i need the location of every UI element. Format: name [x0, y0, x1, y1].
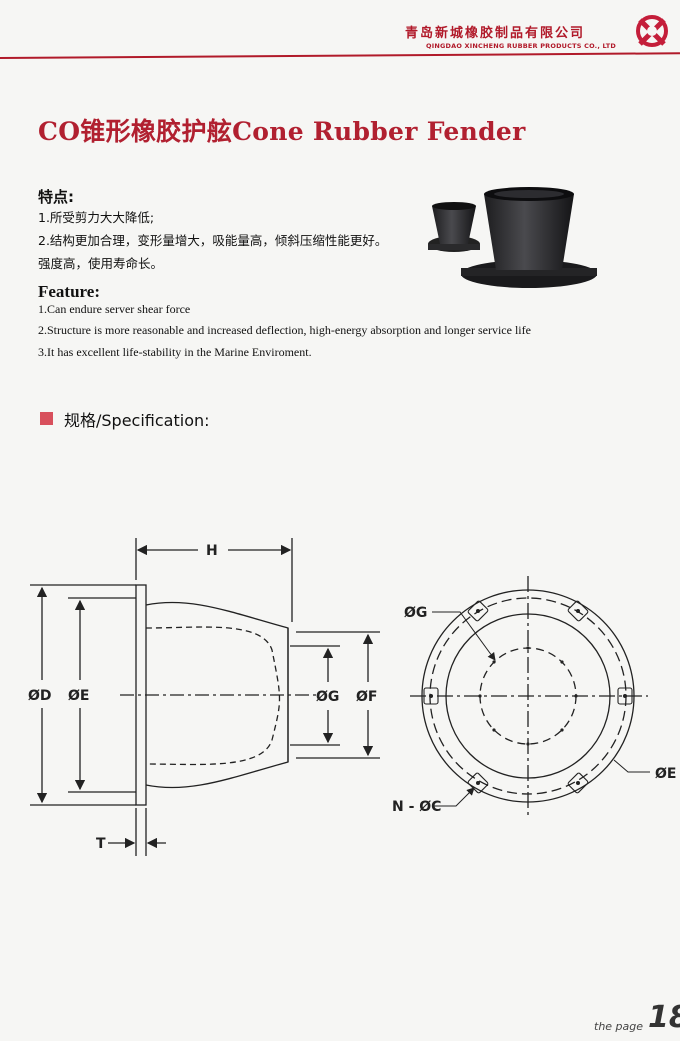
feature-cn-line: 1.所受剪力大大降低;: [38, 210, 155, 225]
bullet-square: [40, 412, 53, 425]
dim-label-t: T: [96, 836, 106, 852]
page-number: 18: [648, 1000, 680, 1035]
dim-label-e2: ØE: [655, 766, 676, 782]
dim-label-d: ØD: [28, 688, 52, 704]
feature-en-line: 2.Structure is more reasonable and incre…: [38, 323, 531, 337]
feature-en-line: 1.Can endure server shear force: [38, 302, 191, 316]
page-label: the page: [594, 1020, 644, 1033]
feature-cn-line: 2.结构更加合理，变形量增大，吸能量高，倾斜压缩性能更好。: [38, 233, 388, 248]
front-view: [410, 576, 650, 818]
features-cn-heading: 特点:: [38, 188, 74, 206]
dim-label-g: ØG: [316, 689, 339, 705]
feature-cn-line: 强度高，使用寿命长。: [38, 256, 164, 271]
fender-photo: [428, 187, 597, 288]
company-name-cn: 青岛新城橡胶制品有限公司: [405, 26, 586, 41]
features-en-heading: Feature:: [38, 282, 100, 301]
dim-label-h: H: [206, 543, 218, 559]
dim-label-g2: ØG: [404, 605, 427, 621]
dim-label-f: ØF: [356, 689, 377, 705]
specification-heading: 规格/Specification:: [64, 411, 210, 430]
feature-en-line: 3.It has excellent life-stability in the…: [38, 345, 312, 359]
page-title: CO锥形橡胶护舷Cone Rubber Fender: [38, 117, 526, 146]
company-name-en: QINGDAO XINCHENG RUBBER PRODUCTS CO., LT…: [426, 42, 616, 50]
dim-label-nc: N - ØC: [392, 799, 441, 815]
technical-drawing: H ØD ØE ØG ØF T ØG ØE N - ØC: [28, 538, 676, 856]
dim-label-e: ØE: [68, 688, 89, 704]
header-divider: [0, 52, 680, 59]
company-logo: [636, 15, 668, 47]
